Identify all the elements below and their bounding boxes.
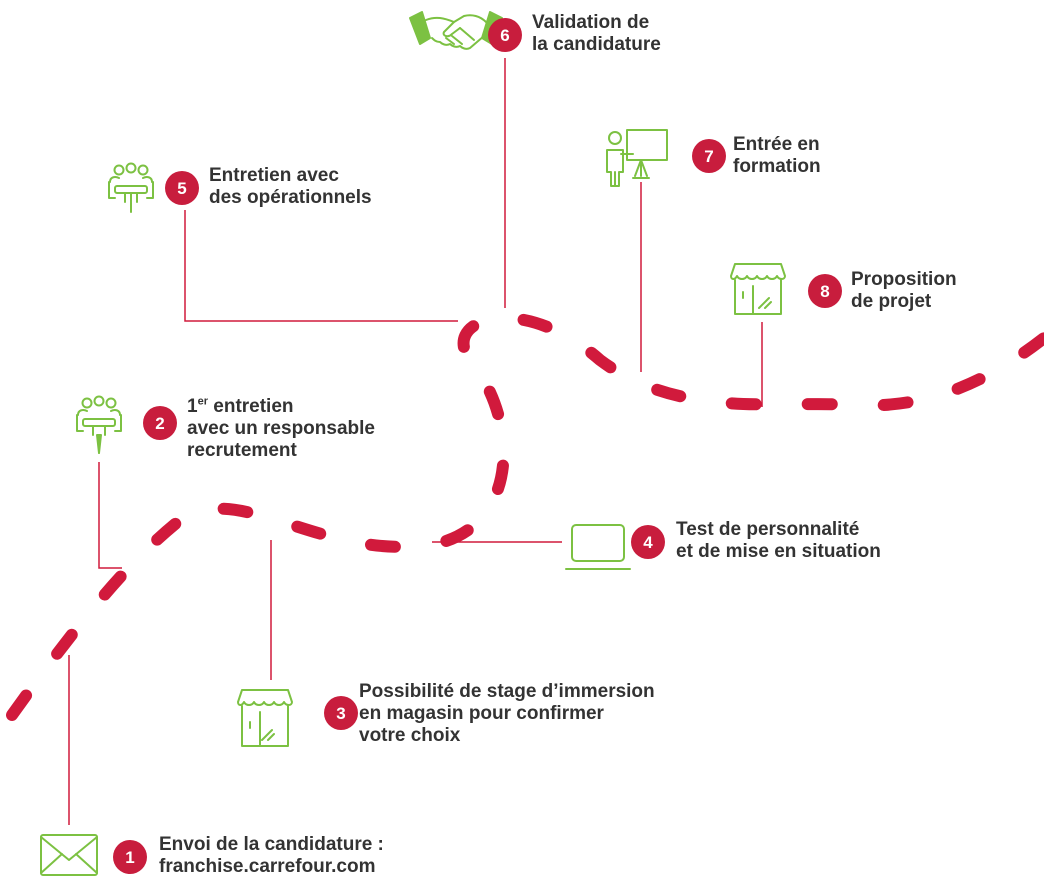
meeting-icon xyxy=(108,162,154,213)
svg-text:2: 2 xyxy=(155,414,164,433)
step-badge-3: 3 xyxy=(324,696,358,730)
step-2-line-3: recrutement xyxy=(187,440,297,461)
step-5-line-1: Entretien avec xyxy=(209,165,339,186)
step-4-line-2: et de mise en situation xyxy=(676,541,881,562)
step-3-line-2: en magasin pour confirmer xyxy=(359,703,604,724)
step-1-line-2: franchise.carrefour.com xyxy=(159,856,376,877)
svg-text:7: 7 xyxy=(704,147,713,166)
step-badge-7: 7 xyxy=(692,139,726,173)
step-8-line-1: Proposition xyxy=(851,269,957,290)
step-2-ordinal: 1 xyxy=(187,396,198,417)
step-4-label: Test de personnalité et de mise en situa… xyxy=(676,519,881,563)
step-badge-5: 5 xyxy=(165,171,199,205)
step-3-label: Possibilité de stage d’immersion en maga… xyxy=(359,681,655,747)
step-2-ordinal-suffix: er xyxy=(197,395,208,408)
step-badge-1: 1 xyxy=(113,840,147,874)
step-6-line-2: la candidature xyxy=(532,34,661,55)
step-badge-2: 2 xyxy=(143,406,177,440)
timeline-path xyxy=(6,312,1044,721)
connector-5 xyxy=(184,210,458,322)
step-6-line-1: Validation de xyxy=(532,12,650,33)
step-7-line-2: formation xyxy=(733,156,821,177)
step-2-label: 1er entretien avec un responsable recrut… xyxy=(187,396,375,462)
envelope-icon xyxy=(40,834,98,876)
meeting-icon xyxy=(76,395,122,454)
connector-2 xyxy=(98,462,122,569)
step-badges: 1 2 3 4 5 6 7 8 xyxy=(113,18,842,874)
step-5-line-2: des opérationnels xyxy=(209,187,372,208)
svg-text:4: 4 xyxy=(643,533,653,552)
laptop-icon xyxy=(565,524,631,570)
handshake-icon xyxy=(409,11,503,50)
svg-text:8: 8 xyxy=(820,282,829,301)
step-badge-6: 6 xyxy=(488,18,522,52)
step-2-line-1: 1er entretien xyxy=(187,396,375,418)
svg-text:6: 6 xyxy=(500,26,509,45)
step-7-label: Entrée en formation xyxy=(733,134,821,178)
step-8-line-2: de projet xyxy=(851,291,932,312)
storefront-icon xyxy=(237,689,293,747)
step-5-label: Entretien avec des opérationnels xyxy=(209,165,372,209)
step-2-line-2: avec un responsable xyxy=(187,418,375,439)
step-4-line-1: Test de personnalité xyxy=(676,519,860,540)
connector-lines xyxy=(68,58,763,825)
presentation-icon xyxy=(606,129,668,187)
step-1-line-1: Envoi de la candidature : xyxy=(159,834,384,855)
svg-text:3: 3 xyxy=(336,704,345,723)
step-3-line-1: Possibilité de stage d’immersion xyxy=(359,681,655,702)
step-7-line-1: Entrée en xyxy=(733,134,820,155)
step-6-label: Validation de la candidature xyxy=(532,12,661,56)
step-1-label: Envoi de la candidature : franchise.carr… xyxy=(159,834,384,878)
storefront-icon xyxy=(730,263,786,315)
step-8-label: Proposition de projet xyxy=(851,269,957,313)
step-2-line-1-rest: entretien xyxy=(213,396,294,417)
svg-text:5: 5 xyxy=(177,179,186,198)
step-3-line-3: votre choix xyxy=(359,725,461,746)
step-badge-4: 4 xyxy=(631,525,665,559)
step-badge-8: 8 xyxy=(808,274,842,308)
svg-text:1: 1 xyxy=(125,848,134,867)
